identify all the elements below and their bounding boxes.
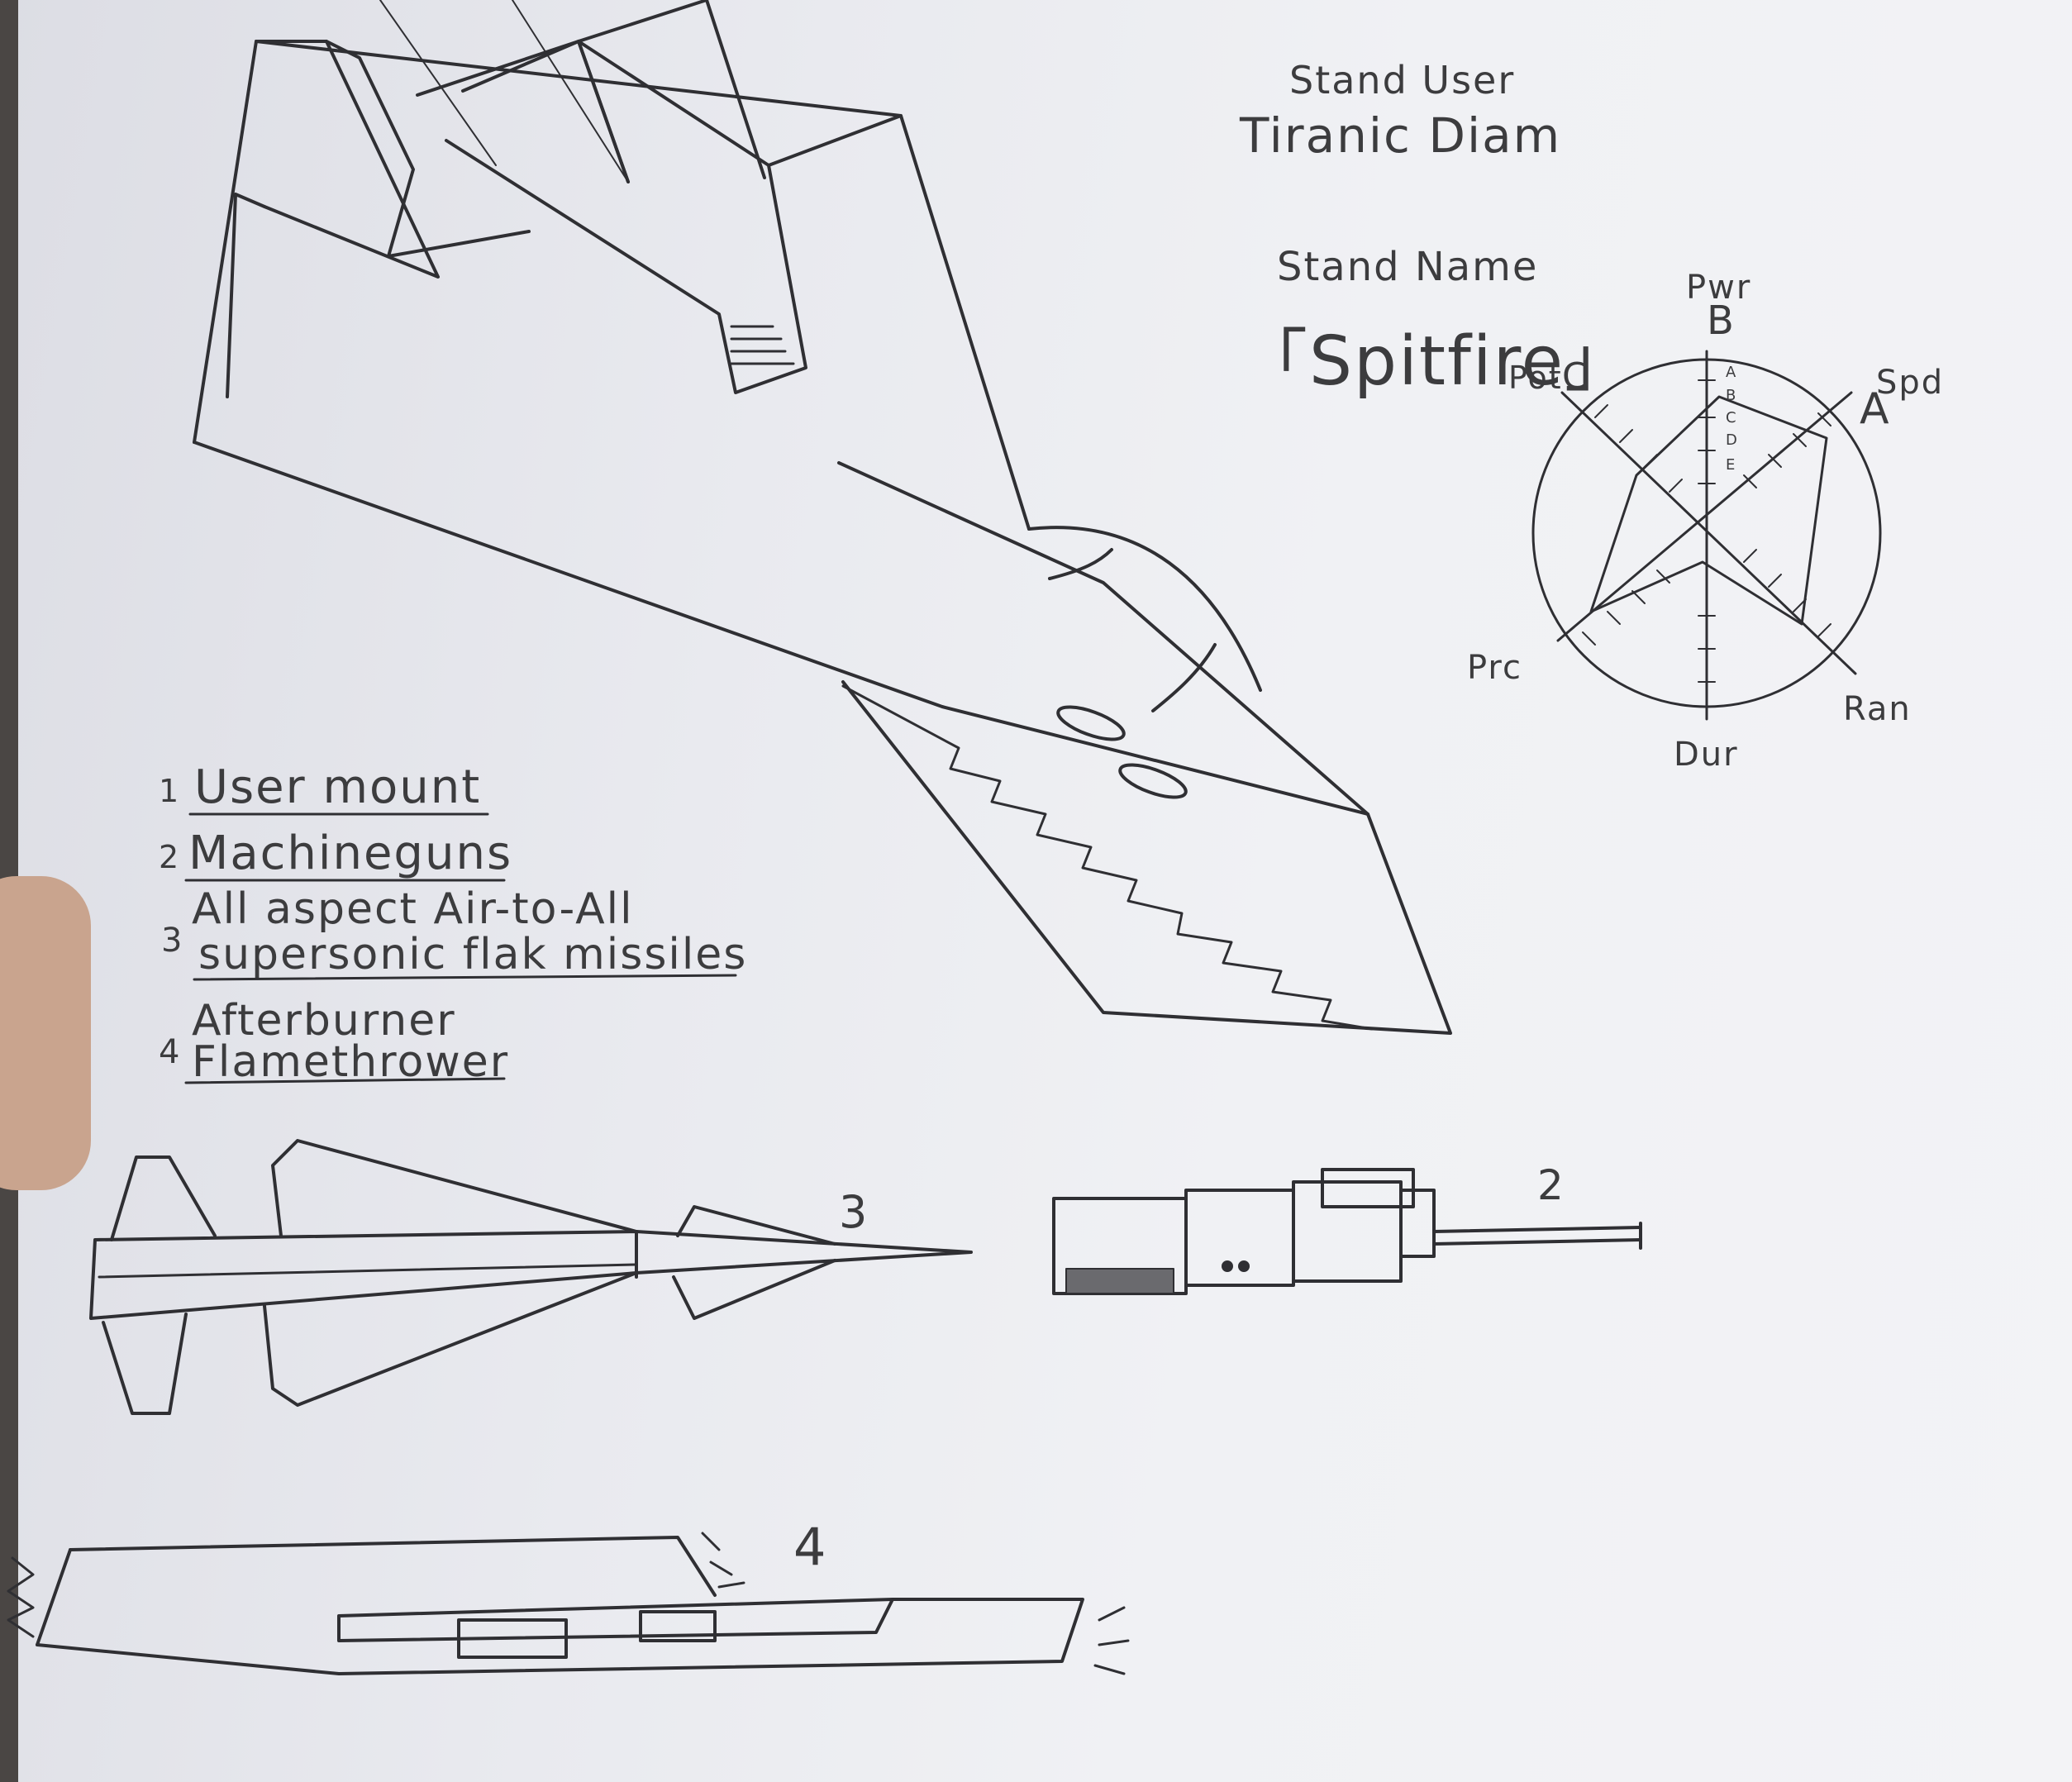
stand-name: 「Spitfire」 bbox=[1240, 322, 1635, 401]
missile-label: 3 bbox=[839, 1186, 869, 1238]
list-item-3-text2: supersonic flak missiles bbox=[198, 930, 748, 979]
flamethrower-drawing bbox=[7, 1532, 1130, 1675]
machinegun-label: 2 bbox=[1537, 1161, 1565, 1209]
list-item-4-text: Afterburner bbox=[192, 996, 456, 1046]
list-underlines bbox=[184, 812, 737, 1084]
list-item-2-text: Machineguns bbox=[188, 827, 513, 880]
list-item-3-num: 3 bbox=[161, 922, 184, 960]
stat-grade-pwr: B bbox=[1707, 298, 1736, 344]
stat-axis-spd: Spd bbox=[1876, 364, 1945, 402]
list-item-4-text2: Flamethrower bbox=[192, 1037, 510, 1087]
stand-name-label: Stand Name bbox=[1277, 244, 1539, 290]
thumb bbox=[0, 876, 91, 1190]
flamethrower-label: 4 bbox=[793, 1517, 828, 1577]
aircraft-drawing bbox=[193, 0, 1452, 1035]
stat-axis-pwr: Pwr bbox=[1686, 269, 1752, 307]
scale-b: B bbox=[1726, 387, 1738, 404]
scale-a: A bbox=[1726, 364, 1738, 381]
list-item-4-num: 4 bbox=[159, 1033, 182, 1071]
stat-axis-pot: Pot bbox=[1508, 360, 1563, 396]
missile-drawing bbox=[89, 1139, 973, 1415]
stand-user-name: Tiranic Diam bbox=[1240, 107, 1562, 164]
stat-axis-prc: Prc bbox=[1467, 649, 1522, 687]
list-item-1-num: 1 bbox=[159, 773, 181, 809]
stand-user-label: Stand User bbox=[1289, 58, 1516, 102]
list-item-1-text: User mount bbox=[194, 760, 482, 814]
stat-grade-spd: A bbox=[1860, 384, 1891, 434]
scale-d: D bbox=[1726, 431, 1739, 449]
stat-grade-pot: C bbox=[1562, 355, 1589, 398]
stat-axis-dur: Dur bbox=[1674, 736, 1739, 774]
list-item-2-num: 2 bbox=[159, 839, 181, 875]
scale-c: C bbox=[1726, 409, 1738, 426]
stat-chart bbox=[1531, 350, 1882, 721]
stat-axis-ran: Ran bbox=[1843, 690, 1912, 728]
list-item-3-text: All aspect Air-to-All bbox=[192, 884, 634, 934]
machinegun-drawing bbox=[1052, 1168, 1642, 1295]
scale-e: E bbox=[1726, 456, 1737, 474]
